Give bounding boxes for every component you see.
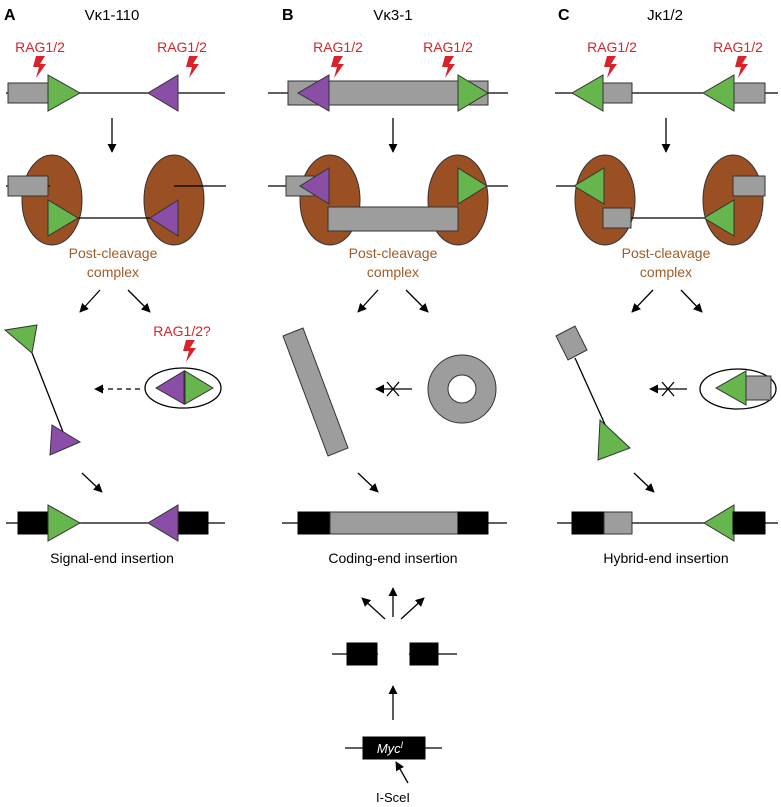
arrow-up-right <box>400 597 425 620</box>
cross-mark-icon <box>386 381 400 397</box>
panel-c-caption: Hybrid-end insertion <box>603 550 728 566</box>
panel-a-title: Vκ1-110 <box>85 7 140 24</box>
cross-mark-icon <box>661 381 675 397</box>
panel-c-post-cleavage-complex <box>556 154 766 246</box>
panel-b-letter: B <box>282 7 294 24</box>
arrow-down-right <box>633 472 655 493</box>
panel-b-complex-label-1: Post-cleavage <box>349 245 438 261</box>
arrow-down-right <box>81 472 103 493</box>
panel-c-complex-label-2: complex <box>640 264 692 280</box>
lightning-bolt-icon <box>331 56 344 78</box>
lightning-bolt-icon <box>186 56 199 78</box>
panel-c: C Jκ1/2 RAG1/2 RAG1/2 Post-cleavage comp… <box>555 7 778 566</box>
panel-b-insertion-product <box>282 511 507 535</box>
panel-c-letter: C <box>558 7 570 24</box>
lightning-bolt-icon <box>33 56 46 78</box>
panel-a-rag-left-label: RAG1/2 <box>15 39 65 55</box>
arrow-up-left <box>361 597 386 620</box>
panel-b-post-cleavage-complex <box>268 154 508 246</box>
panel-a-rag-question-label: RAG1/2? <box>153 323 211 339</box>
panel-b-rag-left-label: RAG1/2 <box>313 39 363 55</box>
panel-c-hybrid-fragment <box>555 325 631 461</box>
lightning-bolt-icon <box>604 56 617 78</box>
panel-b-caption: Coding-end insertion <box>328 550 457 566</box>
panel-b-locus <box>268 74 508 112</box>
panel-c-rag-right-label: RAG1/2 <box>713 39 763 55</box>
arrow-down-right <box>357 472 379 493</box>
panel-c-insertion-product <box>557 504 778 542</box>
panel-b-title: Vκ3-1 <box>373 7 412 24</box>
panel-b: B Vκ3-1 RAG1/2 RAG1/2 Post-cleavage comp… <box>268 7 508 805</box>
myc-locus: MycI <box>345 736 442 760</box>
panel-c-title: Jκ1/2 <box>647 7 683 24</box>
panel-a-excised-fragment <box>3 324 82 456</box>
lightning-bolt-icon <box>183 340 196 362</box>
myc-gene-superscript: I <box>401 740 404 750</box>
panel-a: A Vκ1-110 RAG1/2 RAG1/2 Post-cleavage co… <box>3 7 226 566</box>
arrow-down-right <box>680 289 703 313</box>
panel-a-post-cleavage-complex <box>6 154 226 246</box>
panel-a-letter: A <box>4 7 16 24</box>
panel-a-insertion-product <box>6 504 225 542</box>
panel-b-coding-circle <box>427 354 497 424</box>
arrow-down-right <box>127 289 151 313</box>
lightning-bolt-icon <box>442 56 455 78</box>
panel-a-complex-label-1: Post-cleavage <box>69 245 158 261</box>
panel-c-locus <box>555 74 778 112</box>
panel-a-signal-circle <box>144 367 222 409</box>
panel-c-hybrid-circle <box>699 368 777 410</box>
panel-a-caption: Signal-end insertion <box>50 550 174 566</box>
cut-site-arrow <box>395 761 409 784</box>
panel-a-rag-right-label: RAG1/2 <box>157 39 207 55</box>
panel-c-complex-label-1: Post-cleavage <box>622 245 711 261</box>
panel-a-locus <box>6 74 225 112</box>
panel-c-rag-left-label: RAG1/2 <box>587 39 637 55</box>
panel-b-complex-label-2: complex <box>367 264 419 280</box>
myc-gene-label: Myc <box>377 741 401 756</box>
lightning-bolt-icon <box>735 56 748 78</box>
panel-b-linear-coding-fragment <box>282 327 349 457</box>
arrow-down-left <box>631 289 654 313</box>
svg-text:MycI: MycI <box>377 740 404 756</box>
arrow-down-right <box>405 289 429 313</box>
broken-myc-ends <box>332 642 457 666</box>
panel-b-rag-right-label: RAG1/2 <box>423 39 473 55</box>
panel-a-complex-label-2: complex <box>87 264 139 280</box>
arrow-down-left <box>357 289 379 313</box>
enzyme-label: I-SceI <box>376 790 410 805</box>
arrow-down-left <box>79 289 101 313</box>
